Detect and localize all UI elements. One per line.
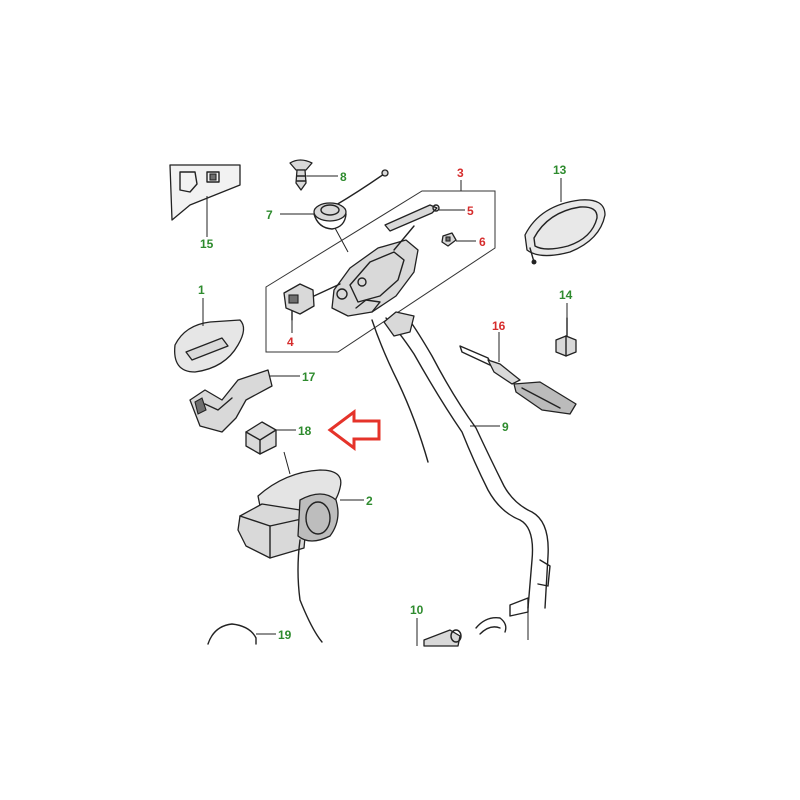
callout-1: 1 xyxy=(198,283,205,297)
callout-9: 9 xyxy=(502,420,509,434)
callout-2: 2 xyxy=(366,494,373,508)
callout-15: 15 xyxy=(200,237,214,251)
callout-17: 17 xyxy=(302,370,316,384)
callout-13: 13 xyxy=(553,163,567,177)
fuel-door-housing xyxy=(331,225,419,317)
callout-14: 14 xyxy=(559,288,573,302)
part-1-plate xyxy=(174,319,245,373)
assembly-3-frame xyxy=(265,190,496,353)
callout-18: 18 xyxy=(298,424,312,438)
callout-19: 19 xyxy=(278,628,292,642)
callout-7: 7 xyxy=(266,208,273,222)
leader-2-top xyxy=(283,451,291,475)
left-arrow-icon xyxy=(327,409,381,451)
release-cable xyxy=(335,173,385,206)
callout-10: 10 xyxy=(410,603,424,617)
part-4-actuator xyxy=(283,283,341,321)
part-7-grommet xyxy=(313,202,347,230)
part-6-clip xyxy=(441,232,457,247)
cable-end xyxy=(381,169,389,177)
callout-4: 4 xyxy=(287,335,294,349)
part-15-switch-panel xyxy=(169,164,241,221)
part-13-gasket xyxy=(524,199,606,265)
part-5-rod xyxy=(384,204,440,232)
part-2-filler-housing xyxy=(237,469,342,643)
part-10-hose xyxy=(423,617,507,647)
callout-6: 6 xyxy=(479,235,486,249)
part-16-vent-tube xyxy=(459,345,577,415)
callout-16: 16 xyxy=(492,319,506,333)
part-18-block xyxy=(245,421,277,455)
part-8-push-clip xyxy=(289,159,313,191)
part-17-bracket xyxy=(189,369,273,433)
part-9-filler-pipe xyxy=(371,311,551,640)
part-19-ring xyxy=(207,623,257,645)
callout-3: 3 xyxy=(457,166,464,180)
part-14-bolt xyxy=(555,317,577,357)
callout-5: 5 xyxy=(467,204,474,218)
callout-8: 8 xyxy=(340,170,347,184)
